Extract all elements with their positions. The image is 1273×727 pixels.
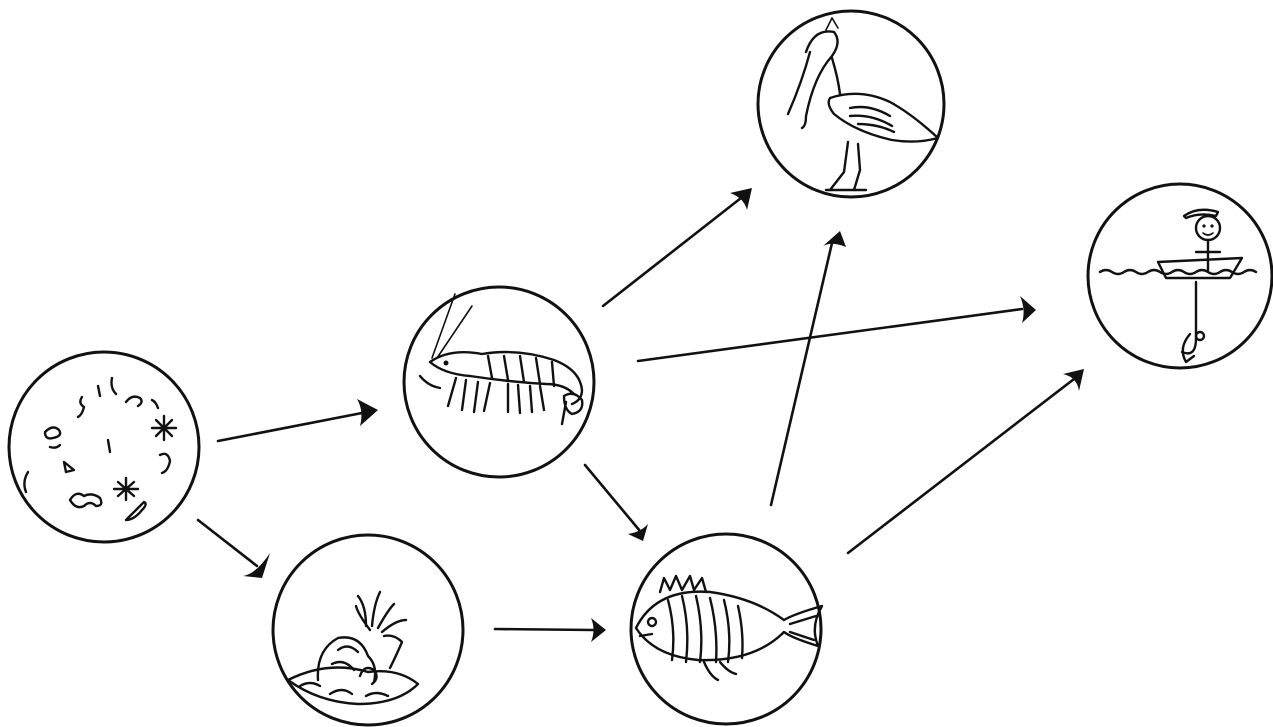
edge-fish-to-pelican (771, 231, 846, 505)
node-plankton (9, 352, 199, 542)
edge-shrimp-to-pelican (603, 188, 752, 306)
edge-shrimp-to-fisherman (638, 296, 1036, 361)
edge-barnacle-to-fish (495, 618, 606, 642)
edge-shrimp-to-fish (585, 465, 648, 541)
node-pelican (758, 11, 944, 197)
arrowhead-icon (730, 188, 752, 210)
arrowhead-icon (823, 231, 846, 247)
node-shrimp (404, 287, 594, 477)
arrowhead-icon (628, 524, 648, 541)
node-fish (631, 534, 822, 724)
node-fisherman (1088, 184, 1272, 368)
edge-plankton-to-shrimp (218, 399, 378, 441)
node-barnacle (273, 535, 463, 725)
edge-plankton-to-barnacle (198, 520, 270, 578)
edge-fish-to-fisherman (848, 369, 1084, 553)
